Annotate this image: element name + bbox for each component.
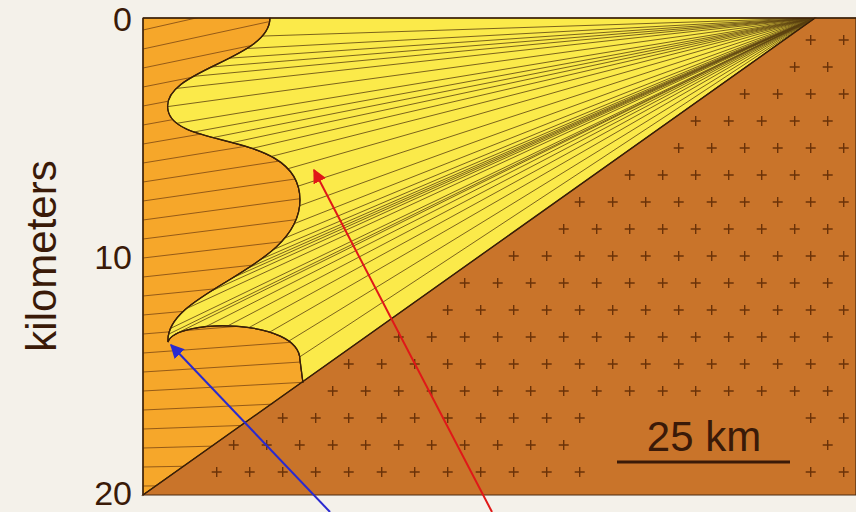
scale-bar xyxy=(617,461,790,464)
strata-lines xyxy=(143,0,320,505)
axis-tick-label: 10 xyxy=(94,240,132,274)
axis-tick-label: 20 xyxy=(94,476,132,510)
scale-label: 25 km xyxy=(647,416,761,458)
pointer-arrow xyxy=(171,345,330,512)
axis-tick-label: 0 xyxy=(113,2,132,36)
granite-symbols xyxy=(212,35,849,477)
basement xyxy=(143,18,856,495)
axis-title: kilometers xyxy=(21,160,63,351)
fan-lines xyxy=(148,18,815,370)
pointer-arrow xyxy=(314,170,492,512)
